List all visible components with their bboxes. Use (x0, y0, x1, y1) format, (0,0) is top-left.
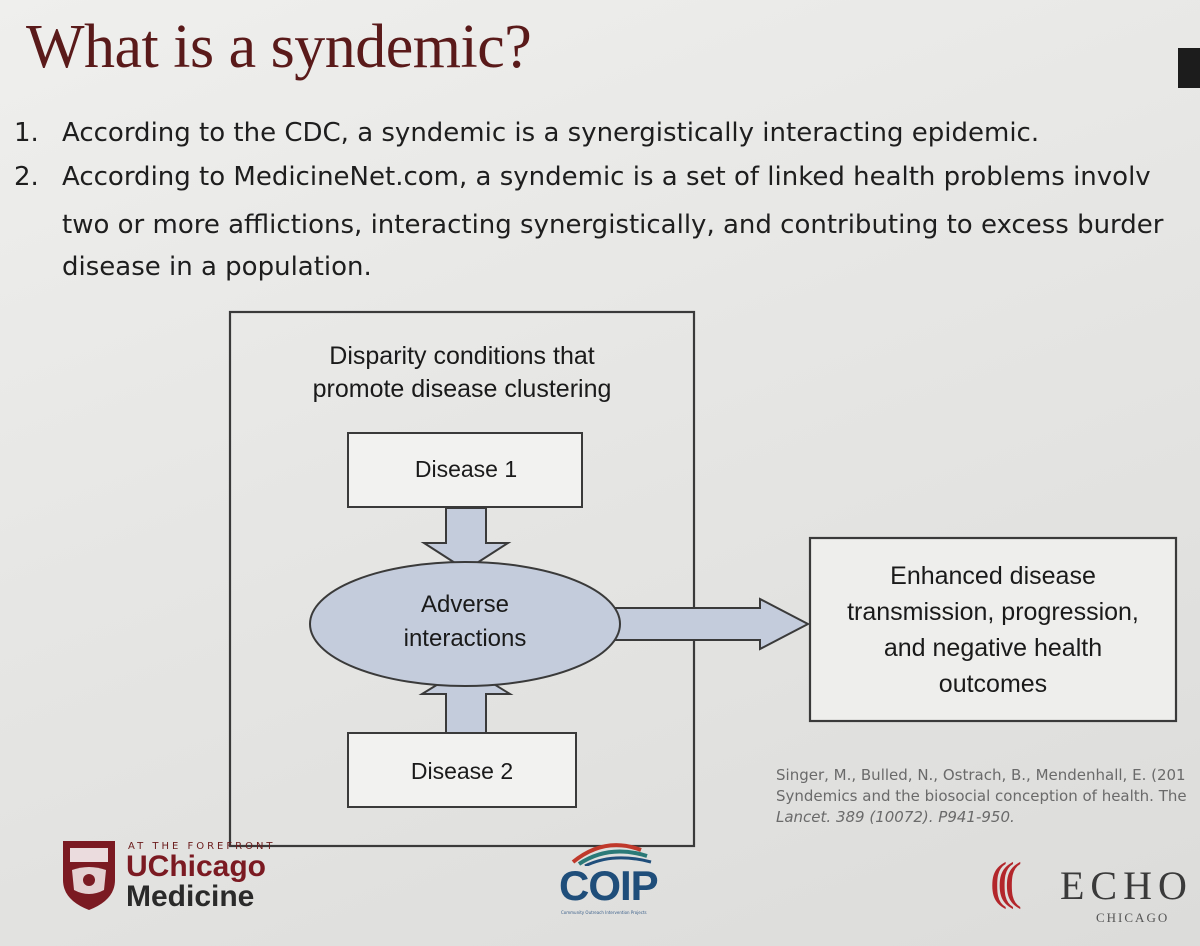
list-number: 2. (14, 162, 39, 192)
outcome-label-line: and negative health (883, 634, 1103, 662)
echo-logo: ((( ECHO CHICAGO (990, 853, 1200, 938)
adverse-label-line: Adverse (420, 591, 510, 618)
list-text: According to the CDC, a syndemic is a sy… (62, 118, 1040, 148)
outer-box (228, 310, 696, 848)
disparity-label-line: promote disease clustering (312, 375, 612, 403)
adverse-ellipse (309, 561, 621, 687)
echo-city: CHICAGO (1096, 910, 1170, 925)
slide-title: What is a syndemic? (26, 13, 532, 81)
uchicago-sub: Medicine (126, 880, 255, 913)
disparity-label: Disparity conditions that promote diseas… (232, 340, 692, 406)
citation-line: Singer, M., Bulled, N., Ostrach, B., Men… (776, 766, 1186, 784)
outcome-label-line: transmission, progression, (847, 598, 1139, 626)
list-text-continued: disease in a population. (62, 252, 372, 282)
uchicago-logo: AT THE FOREFRONT UChicago Medicine (60, 838, 320, 918)
list-number: 1. (14, 118, 39, 148)
coip-tagline: Community Outreach Intervention Projects (561, 910, 647, 915)
coip-name: COIP (559, 862, 659, 909)
uchicago-name: UChicago (126, 850, 267, 883)
disease1-box (347, 432, 583, 508)
outcome-label-line: outcomes (938, 670, 1048, 698)
outcome-label-line: Enhanced disease (890, 562, 1096, 590)
echo-name: ECHO (1060, 863, 1193, 908)
citation: Singer, M., Bulled, N., Ostrach, B., Men… (776, 765, 1200, 828)
citation-line: Lancet. 389 (10072). P941-950. (776, 808, 1015, 826)
arrow-right (599, 597, 811, 651)
coip-swoosh-icon (571, 843, 652, 866)
outcome-box (808, 536, 1178, 723)
list-text-continued: two or more afflictions, interacting syn… (62, 210, 1164, 240)
outcome-label: Enhanced disease transmission, progressi… (812, 558, 1174, 702)
disease2-label: Disease 2 (410, 758, 514, 784)
coip-logo: COIP Community Outreach Intervention Pro… (555, 836, 665, 916)
corner-block (1178, 48, 1200, 88)
citation-line: Syndemics and the biosocial conception o… (776, 787, 1187, 805)
adverse-label-line: interactions (403, 625, 527, 652)
echo-waves-icon: ((( (990, 853, 1022, 910)
uchicago-shield-icon (63, 841, 115, 910)
adverse-label: Adverse interactions (360, 588, 570, 656)
arrow-down (420, 507, 512, 572)
list-text: According to MedicineNet.com, a syndemic… (62, 162, 1151, 192)
uchicago-tagline: AT THE FOREFRONT (128, 841, 276, 852)
disease1-label: Disease 1 (414, 456, 518, 482)
disease2-box (347, 732, 577, 808)
disparity-label-line: Disparity conditions that (329, 342, 595, 370)
